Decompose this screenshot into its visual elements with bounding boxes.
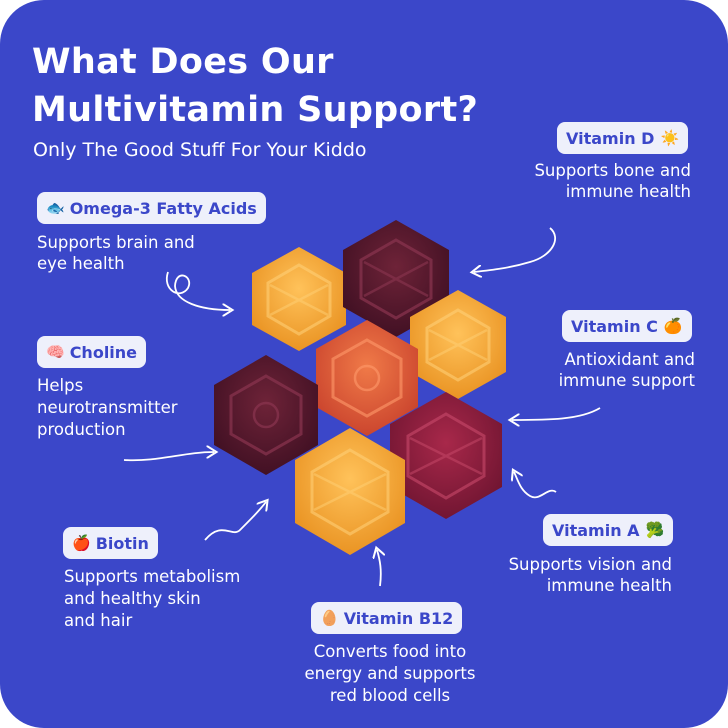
vitamin-c-label: Vitamin C: [571, 316, 658, 336]
title-line-1: What Does Our: [32, 42, 334, 82]
vitamin-b12-label: Vitamin B12: [343, 608, 454, 628]
gummy-bottom-center: [295, 428, 405, 555]
page-title: What Does Our Multivitamin Support?: [32, 38, 478, 134]
gummy-center: [316, 320, 418, 436]
gummy-bottom-right: [390, 392, 502, 519]
vitamin-a-description: Supports vision and immune health: [508, 555, 672, 595]
arrow-vitamin-b12: [377, 550, 381, 587]
gummy-right: [410, 290, 506, 399]
arrow-vitamin-a: [514, 472, 557, 499]
gummy-top-left: [252, 247, 346, 351]
arrow-biotin: [204, 502, 266, 541]
title-line-2: Multivitamin Support?: [32, 90, 479, 130]
vitamin-a-pill: Vitamin A 🥦: [543, 514, 674, 546]
arrow-omega-3: [165, 271, 230, 310]
arrow-vitamin-d: [474, 227, 556, 272]
egg-icon: 🥚: [320, 609, 339, 627]
choline-pill: 🧠 Choline: [37, 336, 147, 368]
sun-icon: ☀️: [660, 129, 680, 147]
fish-icon: 🐟: [46, 199, 65, 217]
omega-3-label: Omega-3 Fatty Acids: [69, 198, 257, 218]
vitamin-c-pill: Vitamin C 🍊: [562, 310, 692, 342]
choline-label: Choline: [69, 342, 138, 362]
arrow-choline: [123, 452, 214, 462]
vitamin-a-label: Vitamin A: [552, 520, 640, 540]
biotin-pill: 🍎 Biotin: [63, 527, 158, 559]
vitamin-c-description: Antioxidant and immune support: [558, 350, 695, 390]
vitamin-d-pill: Vitamin D ☀️: [557, 122, 689, 154]
omega-3-description: Supports brain and eye health: [37, 233, 195, 273]
biotin-description: Supports metabolism and healthy skin and…: [64, 567, 241, 630]
orange-icon: 🍊: [663, 317, 683, 335]
apple-icon: 🍎: [72, 534, 91, 552]
vitamin-b12-pill: 🥚 Vitamin B12: [311, 602, 463, 634]
vitamin-d-description: Supports bone and immune health: [534, 161, 691, 201]
broccoli-icon: 🥦: [645, 521, 665, 539]
omega-3-pill: 🐟 Omega-3 Fatty Acids: [37, 192, 266, 224]
vitamin-b12-description: Converts food into energy and supports r…: [304, 642, 476, 705]
biotin-label: Biotin: [95, 533, 149, 553]
arrow-vitamin-c: [512, 407, 601, 420]
subtitle: Only The Good Stuff For Your Kiddo: [33, 139, 367, 161]
vitamin-d-label: Vitamin D: [566, 128, 655, 148]
choline-description: Helps neurotransmitter production: [37, 376, 178, 439]
brain-icon: 🧠: [46, 343, 65, 361]
gummy-top-center: [343, 220, 449, 337]
gummy-left: [214, 355, 318, 475]
